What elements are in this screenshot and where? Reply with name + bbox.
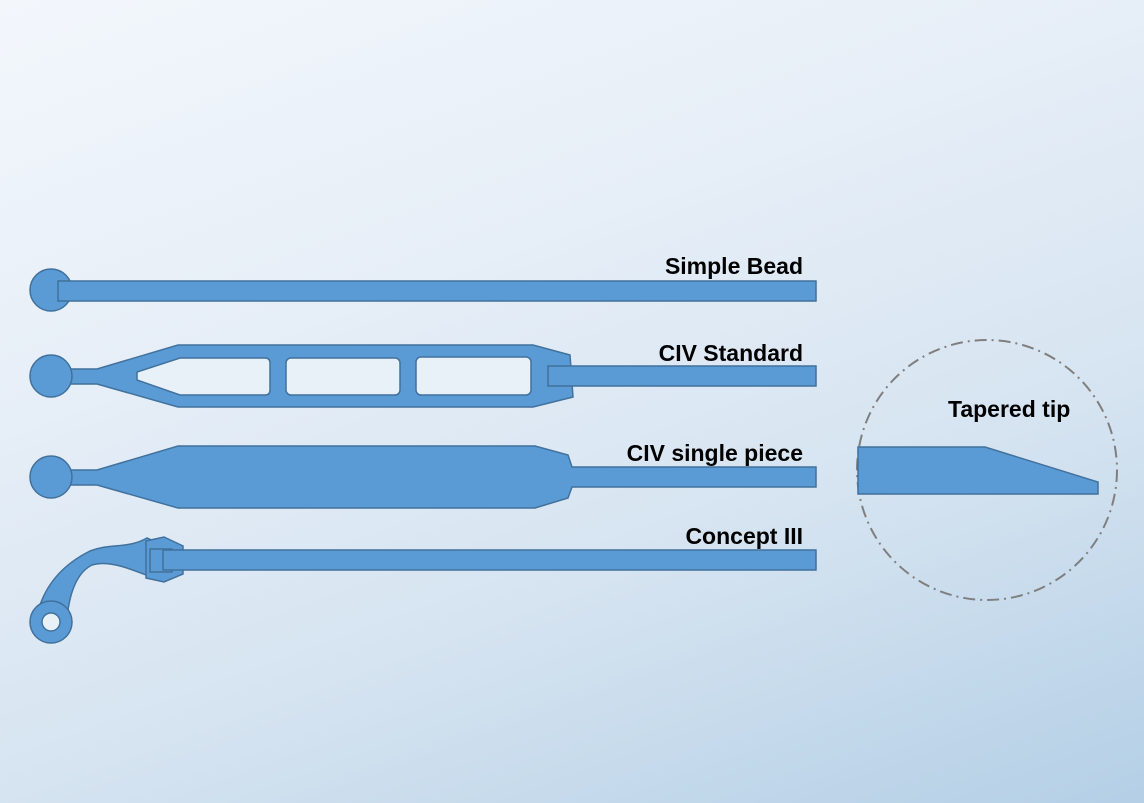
civ-standard-shape [29, 344, 817, 408]
civ-standard-window-3 [415, 356, 532, 396]
concept-iii-shape [29, 536, 817, 644]
concept-iii-hook-arm [39, 537, 161, 611]
civ-single-piece-body [64, 445, 817, 509]
civ-standard-ball [29, 354, 73, 398]
tapered-tip-label: Tapered tip [948, 396, 1070, 422]
civ-standard-label: CIV Standard [659, 340, 803, 366]
civ-single-piece-ball [29, 455, 73, 499]
simple-bead-wire [57, 280, 817, 302]
simple-bead-label: Simple Bead [665, 253, 803, 279]
civ-single-piece-shape [29, 445, 817, 509]
civ-standard-window-2 [285, 357, 401, 396]
civ-standard-window-1 [136, 357, 271, 396]
concept-iii-ring-hole [41, 612, 61, 632]
concept-iii-wire [162, 549, 817, 571]
tapered-tip-detail-circle [856, 339, 1118, 601]
tapered-tip-shape [857, 446, 1099, 495]
concept-iii-label: Concept III [685, 523, 803, 549]
simple-bead-shape [29, 268, 817, 312]
civ-standard-wire [547, 365, 817, 387]
civ-single-piece-label: CIV single piece [627, 440, 803, 466]
